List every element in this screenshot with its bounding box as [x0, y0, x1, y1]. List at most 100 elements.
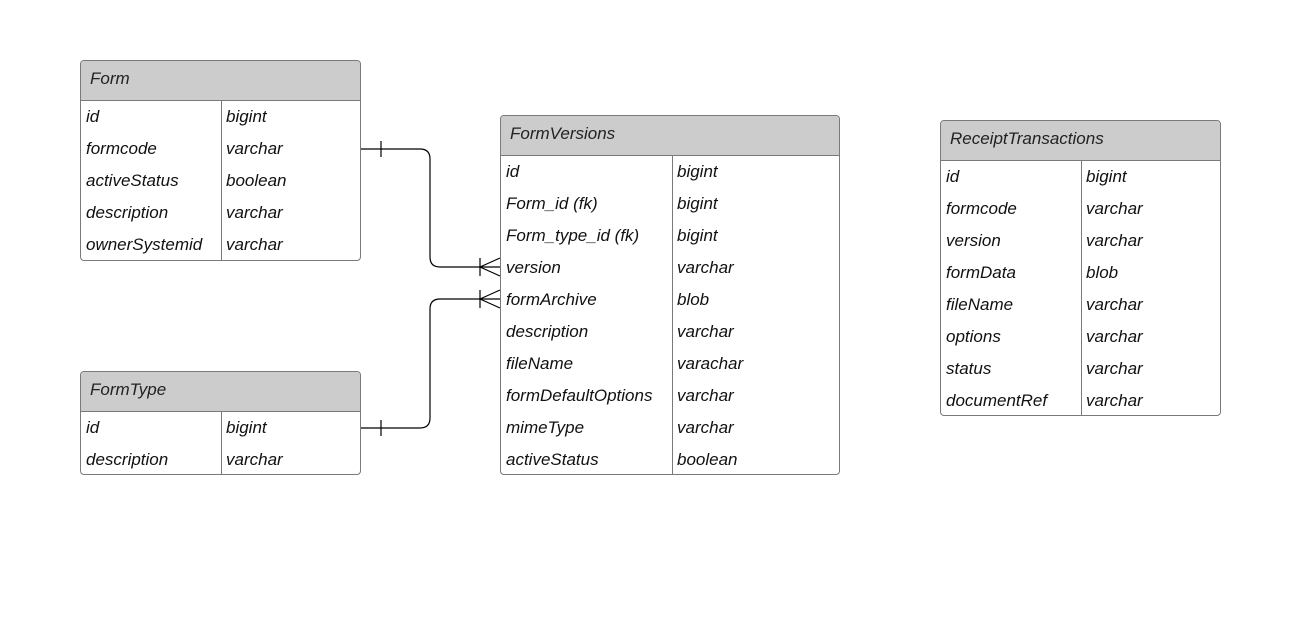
field-name: description [86, 203, 169, 222]
field-row[interactable]: documentRef varchar [941, 385, 1220, 415]
field-name: mimeType [506, 418, 585, 437]
column-divider [672, 156, 673, 474]
crowfoot-lower [479, 266, 501, 277]
field-name: formDefaultOptions [506, 386, 653, 405]
entity-receipttransactions[interactable]: ReceiptTransactions id bigint formcode varch… [940, 120, 1221, 416]
field-type: varchar [1086, 231, 1143, 250]
field-name: id [86, 107, 100, 126]
field-type: varchar [226, 139, 283, 158]
field-type: varchar [677, 322, 734, 341]
field-type: varachar [677, 354, 744, 373]
field-name: documentRef [946, 391, 1048, 410]
field-row[interactable]: version varchar [501, 252, 839, 284]
field-type: varchar [677, 386, 734, 405]
field-row[interactable]: description varchar [81, 444, 360, 474]
field-row[interactable]: activeStatus boolean [81, 165, 360, 197]
entity-form[interactable]: Form id bigint formcode varchar activeStatus b… [80, 60, 361, 261]
field-name: fileName [506, 354, 574, 373]
field-row[interactable]: formArchive blob [501, 284, 839, 316]
field-type: varchar [1086, 391, 1143, 410]
field-type: varchar [1086, 327, 1143, 346]
entity-fields: id bigint formcode varchar activeStatus boole… [81, 101, 360, 260]
field-name: id [86, 418, 100, 437]
field-row[interactable]: id bigint [81, 101, 360, 133]
crowfoot-upper [479, 257, 501, 268]
field-row[interactable]: formcode varchar [941, 193, 1220, 225]
field-type: blob [677, 290, 710, 309]
field-name: formcode [946, 199, 1017, 218]
field-name: ownerSystemid [86, 235, 203, 254]
field-name: formData [946, 263, 1016, 282]
field-row[interactable]: formcode varchar [81, 133, 360, 165]
field-name: id [946, 167, 960, 186]
field-name: version [946, 231, 1001, 250]
field-row[interactable]: status varchar [941, 353, 1220, 385]
field-type: varchar [1086, 295, 1143, 314]
field-row[interactable]: id bigint [941, 161, 1220, 193]
field-name: activeStatus [86, 171, 179, 190]
connector-line [361, 298, 500, 429]
field-type: varchar [1086, 359, 1143, 378]
field-type: varchar [677, 258, 734, 277]
field-row[interactable]: fileName varchar [941, 289, 1220, 321]
field-type: bigint [226, 107, 267, 126]
field-row[interactable]: Form_id (fk) bigint [501, 188, 839, 220]
column-divider [1081, 161, 1082, 415]
field-row[interactable]: mimeType varchar [501, 412, 839, 444]
field-type: bigint [677, 194, 718, 213]
entity-formtype[interactable]: FormType id bigint description varchar [80, 371, 361, 475]
field-type: varchar [1086, 199, 1143, 218]
field-type: blob [1086, 263, 1119, 282]
field-type: varchar [226, 203, 283, 222]
field-name: options [946, 327, 1001, 346]
field-type: varchar [677, 418, 734, 437]
field-row[interactable]: formDefaultOptions varchar [501, 380, 839, 412]
field-row[interactable]: description varchar [501, 316, 839, 348]
field-row[interactable]: formData blob [941, 257, 1220, 289]
field-type: boolean [677, 450, 738, 469]
entity-title: FormType [81, 372, 360, 412]
field-name: formcode [86, 139, 157, 158]
relationship-form-formversions [361, 141, 501, 277]
connector-line [361, 148, 500, 268]
field-row[interactable]: version varchar [941, 225, 1220, 257]
field-name: description [86, 450, 169, 469]
field-name: fileName [946, 295, 1014, 314]
field-type: boolean [226, 171, 287, 190]
field-type: bigint [226, 418, 267, 437]
entity-title: Form [81, 61, 360, 101]
field-name: Form_type_id (fk) [506, 226, 640, 245]
field-type: varchar [226, 450, 283, 469]
column-divider [221, 412, 222, 474]
field-name: id [506, 162, 520, 181]
field-row[interactable]: id bigint [501, 156, 839, 188]
field-row[interactable]: description varchar [81, 197, 360, 229]
field-name: description [506, 322, 589, 341]
field-row[interactable]: id bigint [81, 412, 360, 444]
field-type: bigint [677, 226, 718, 245]
field-name: activeStatus [506, 450, 599, 469]
crowfoot-upper [479, 289, 501, 300]
entity-fields: id bigint description varchar [81, 412, 360, 474]
field-type: bigint [1086, 167, 1127, 186]
entity-title: ReceiptTransactions [941, 121, 1220, 161]
field-row[interactable]: ownerSystemid varchar [81, 229, 360, 260]
field-name: formArchive [506, 290, 597, 309]
column-divider [221, 101, 222, 260]
field-row[interactable]: activeStatus boolean [501, 444, 839, 474]
field-row[interactable]: Form_type_id (fk) bigint [501, 220, 839, 252]
field-type: bigint [677, 162, 718, 181]
entity-title: FormVersions [501, 116, 839, 156]
relationship-formtype-formversions [361, 289, 501, 436]
field-name: version [506, 258, 561, 277]
field-type: varchar [226, 235, 283, 254]
field-name: status [946, 359, 992, 378]
field-row[interactable]: options varchar [941, 321, 1220, 353]
field-name: Form_id (fk) [506, 194, 598, 213]
field-row[interactable]: fileName varachar [501, 348, 839, 380]
crowfoot-lower [479, 298, 501, 309]
